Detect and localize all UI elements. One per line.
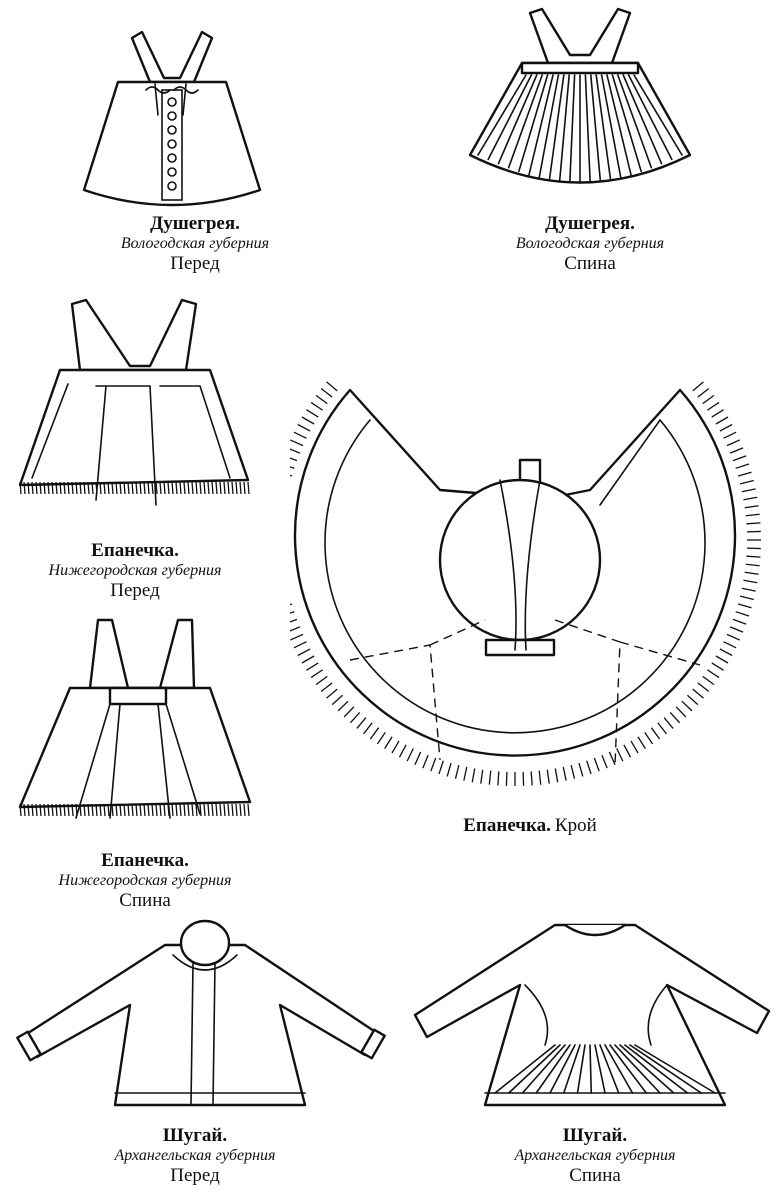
figure-title: Епанечка.: [91, 540, 179, 561]
caption-shugay-back: Шугай. Архангельская губерния Спина: [470, 1125, 720, 1187]
figure-title: Душегрея.: [150, 213, 240, 234]
figure-region: Архангельская губерния: [514, 1146, 676, 1164]
figure-view: Перед: [110, 580, 160, 602]
figure-title: Шугай.: [562, 1125, 628, 1146]
figure-region: Вологодская губерния: [120, 234, 270, 252]
figure-region: Архангельская губерния: [114, 1146, 276, 1164]
figure-title: Епанечка.: [463, 815, 551, 836]
epanechka-front-drawing: [10, 290, 270, 530]
figure-region: Вологодская губерния: [515, 234, 665, 252]
figure-title: Душегрея.: [545, 213, 635, 234]
figure-view: Перед: [170, 1165, 220, 1187]
figure-view: Спина: [119, 890, 171, 912]
figure-region: Нижегородская губерния: [48, 561, 222, 579]
epanechka-pattern-drawing: [290, 380, 770, 790]
figure-title: Шугай.: [162, 1125, 228, 1146]
shugay-front-drawing: [15, 915, 390, 1125]
caption-shugay-front: Шугай. Архангельская губерния Перед: [75, 1125, 315, 1187]
figure-view: Перед: [170, 253, 220, 275]
caption-dushegreya-back: Душегрея. Вологодская губерния Спина: [460, 213, 720, 275]
caption-epanechka-front: Епанечка. Нижегородская губерния Перед: [10, 540, 260, 602]
figure-region: Нижегородская губерния: [58, 871, 232, 889]
caption-dushegreya-front: Душегрея. Вологодская губерния Перед: [60, 213, 330, 275]
figure-view: Спина: [569, 1165, 621, 1187]
figure-view: Спина: [564, 253, 616, 275]
dushegreya-back-drawing: [460, 5, 700, 205]
dushegreya-front-drawing: [60, 20, 280, 210]
figure-view: Крой: [554, 815, 597, 836]
shugay-back-drawing: [405, 905, 780, 1115]
caption-epanechka-back: Епанечка. Нижегородская губерния Спина: [10, 850, 280, 912]
caption-epanechka-pattern: Епанечка. Крой: [420, 815, 640, 837]
epanechka-back-drawing: [10, 612, 270, 852]
figure-title: Епанечка.: [101, 850, 189, 871]
